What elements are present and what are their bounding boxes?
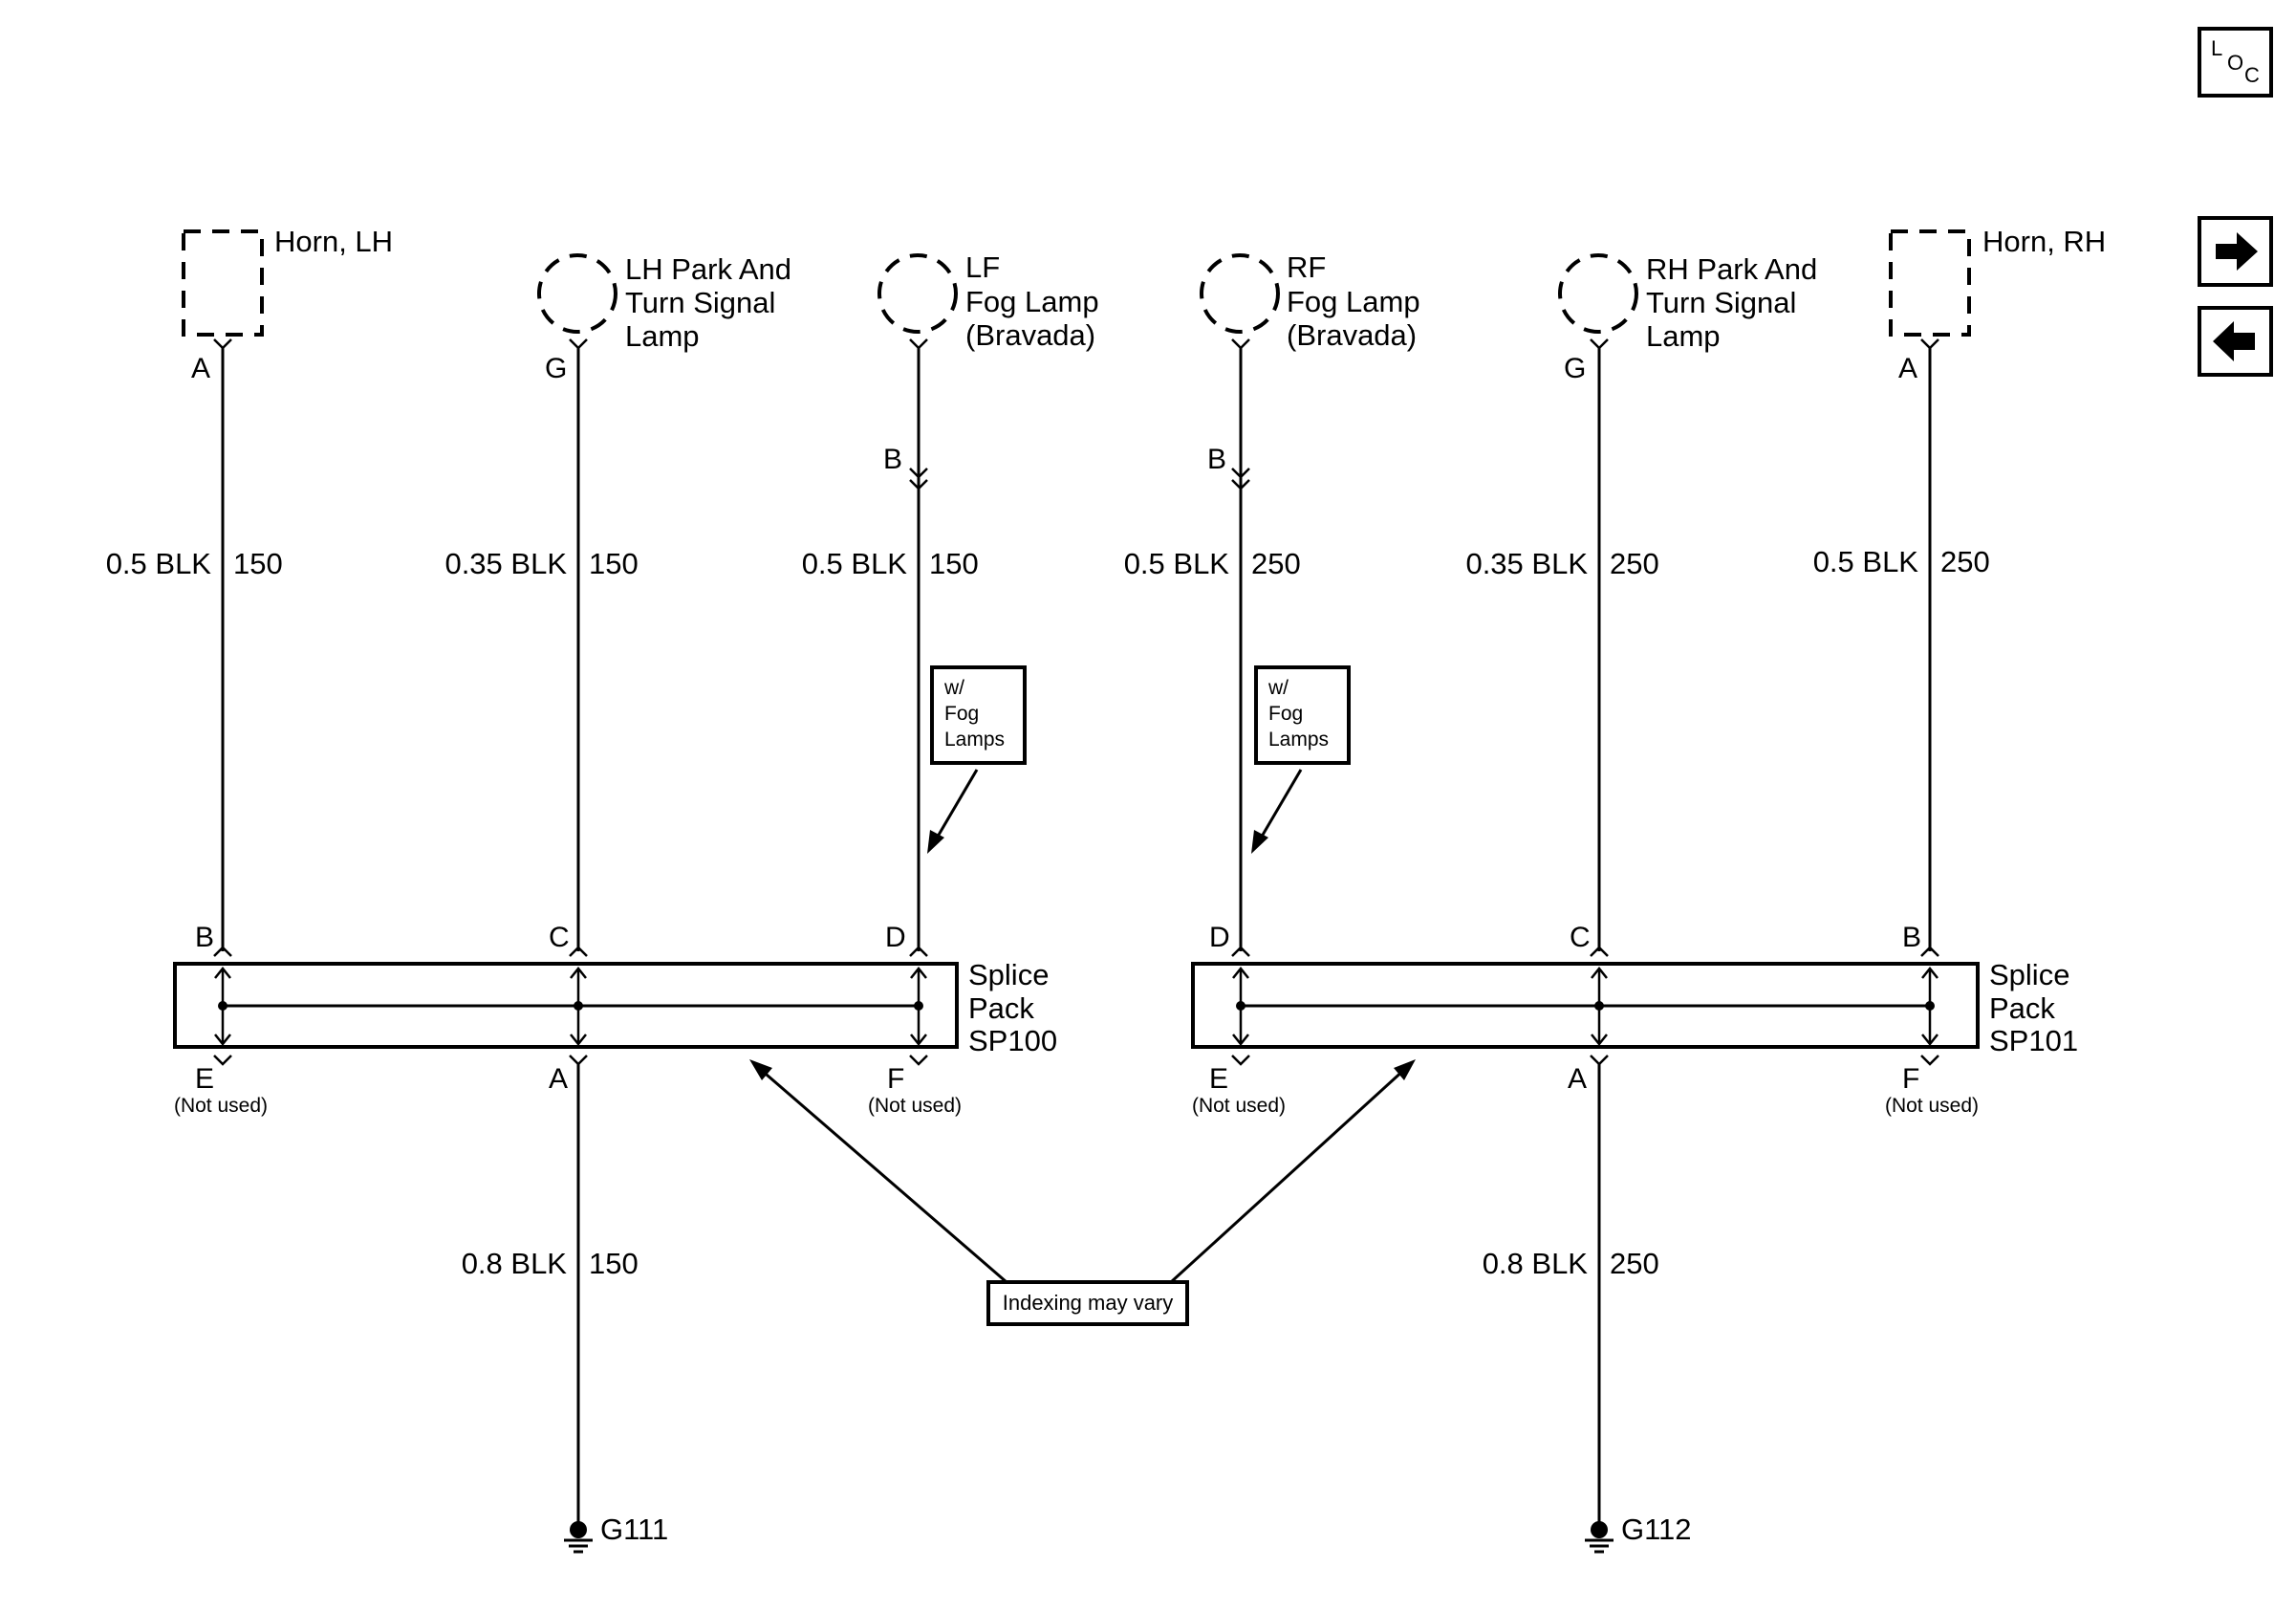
svg-text:Fog: Fog [944, 703, 979, 725]
wire-3-circuit: 150 [929, 547, 979, 580]
fog-option-note-left: w/ Fog Lamps [927, 665, 1027, 854]
wire-4-gauge: 0.5 BLK [1124, 547, 1230, 580]
lf-fog-label-1: LF [965, 250, 1000, 284]
splice-bottom-chevrons [213, 1055, 1939, 1066]
ground-g111-icon [564, 1521, 593, 1554]
sp101-pin-e: E [1209, 1063, 1228, 1095]
next-page-button[interactable] [2198, 216, 2273, 287]
lh-park-turn-label-1: LH Park And [625, 252, 791, 286]
ground-wire-2-gauge: 0.8 BLK [1483, 1247, 1589, 1280]
rf-fog-label-2: Fog Lamp [1287, 285, 1420, 318]
splice-top-chevrons [213, 946, 1939, 957]
wire-2-gauge: 0.35 BLK [444, 547, 567, 580]
sp100-pin-c: C [549, 922, 570, 953]
arrow-right-icon [2216, 232, 2258, 271]
sp101-pin-c: C [1570, 922, 1591, 953]
lf-fog-label-2: Fog Lamp [965, 285, 1099, 318]
ground-wire-1-circuit: 150 [589, 1247, 639, 1280]
rh-park-turn-label-2: Turn Signal [1646, 286, 1796, 319]
pin-horn-lh-a: A [191, 353, 210, 384]
previous-page-button[interactable] [2198, 306, 2273, 377]
rf-fog-lamp-symbol [1200, 253, 1280, 334]
svg-text:w/: w/ [943, 677, 964, 699]
sp100-pin-d: D [885, 922, 906, 953]
sp100-pin-e: E [195, 1063, 214, 1095]
sp101-pin-f: F [1902, 1063, 1919, 1095]
sp100-label-3: SP100 [968, 1024, 1057, 1057]
ground-g112-icon [1585, 1521, 1614, 1554]
splice-pack-sp100 [173, 962, 959, 1049]
horn-rh-symbol [1889, 229, 1971, 337]
sp100-label-2: Pack [968, 991, 1034, 1025]
rf-fog-label-1: RF [1287, 250, 1326, 284]
wire-4-circuit: 250 [1251, 547, 1301, 580]
sp101-label-2: Pack [1989, 991, 2055, 1025]
rf-fog-label-3: (Bravada) [1287, 318, 1417, 352]
sp100-pin-a: A [549, 1063, 568, 1095]
arrow-left-icon [2213, 321, 2255, 361]
ground-wires [576, 1064, 1601, 1525]
sp101-pin-b: B [1902, 922, 1921, 953]
sp100-label-1: Splice [968, 958, 1049, 991]
lh-park-turn-label-2: Turn Signal [625, 286, 775, 319]
lf-fog-label-3: (Bravada) [965, 318, 1095, 352]
wire-6-gauge: 0.5 BLK [1813, 545, 1919, 578]
sp100-pin-f: F [887, 1063, 904, 1095]
ground-wire-2-circuit: 250 [1610, 1247, 1659, 1280]
pin-lf-fog-b: B [883, 444, 902, 475]
rh-park-turn-lamp-symbol [1558, 253, 1638, 334]
ground-wire-1-gauge: 0.8 BLK [462, 1247, 568, 1280]
wire-2-circuit: 150 [589, 547, 639, 580]
pin-lh-park-g: G [545, 353, 567, 384]
indexing-note: Indexing may vary [749, 1059, 1416, 1326]
loc-letter-l: L [2211, 36, 2222, 60]
horn-lh-symbol [182, 229, 264, 337]
sp101-label-3: SP101 [1989, 1024, 2078, 1057]
fog-option-note-right: w/ Fog Lamps [1251, 665, 1351, 854]
ground-g111-label: G111 [600, 1513, 668, 1546]
loc-button[interactable]: L O C [2198, 27, 2273, 98]
svg-text:Indexing may vary: Indexing may vary [1003, 1291, 1174, 1315]
loc-letter-c: C [2244, 63, 2260, 87]
sp101-pin-a: A [1568, 1063, 1587, 1095]
sp101-pin-d: D [1209, 922, 1230, 953]
rh-park-turn-label-1: RH Park And [1646, 252, 1817, 286]
upper-wires [221, 348, 1932, 951]
sp101-label-1: Splice [1989, 958, 2069, 991]
wire-3-gauge: 0.5 BLK [802, 547, 908, 580]
svg-text:w/: w/ [1267, 677, 1289, 699]
lh-park-turn-lamp-symbol [537, 253, 617, 334]
ground-g112-label: G112 [1621, 1513, 1692, 1546]
sp100-e-not-used: (Not used) [174, 1095, 268, 1117]
splice-pack-sp101 [1191, 962, 1980, 1049]
pin-horn-rh-a: A [1898, 353, 1917, 384]
horn-rh-label: Horn, RH [1982, 225, 2106, 258]
rh-park-turn-label-3: Lamp [1646, 319, 1721, 353]
wire-5-circuit: 250 [1610, 547, 1659, 580]
wire-1-gauge: 0.5 BLK [106, 547, 212, 580]
wire-1-circuit: 150 [233, 547, 283, 580]
loc-letter-o: O [2227, 51, 2243, 75]
pin-rh-park-g: G [1564, 353, 1586, 384]
sp101-f-not-used: (Not used) [1885, 1095, 1979, 1117]
svg-text:Lamps: Lamps [944, 729, 1005, 751]
wire-5-gauge: 0.35 BLK [1465, 547, 1588, 580]
top-connector-chevrons [213, 338, 1939, 490]
wire-6-circuit: 250 [1940, 545, 1990, 578]
svg-text:Fog: Fog [1268, 703, 1303, 725]
pin-rf-fog-b: B [1207, 444, 1226, 475]
lh-park-turn-label-3: Lamp [625, 319, 700, 353]
horn-lh-label: Horn, LH [274, 225, 393, 258]
lf-fog-lamp-symbol [877, 253, 958, 334]
sp100-f-not-used: (Not used) [868, 1095, 962, 1117]
svg-text:Lamps: Lamps [1268, 729, 1329, 751]
sp100-pin-b: B [195, 922, 214, 953]
sp101-e-not-used: (Not used) [1192, 1095, 1286, 1117]
